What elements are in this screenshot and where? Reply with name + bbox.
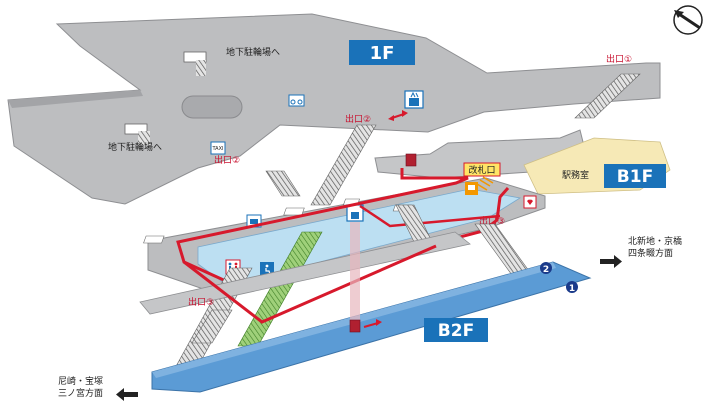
bike-parking-label-left: 地下駐輪場へ bbox=[108, 141, 162, 153]
svg-text:B2F: B2F bbox=[438, 321, 474, 341]
track-1-marker: 1 bbox=[566, 281, 578, 294]
direction-west-line1: 尼崎・宝塚 bbox=[58, 375, 103, 387]
accessible-icon bbox=[260, 262, 274, 276]
aed-icon bbox=[523, 195, 537, 209]
fare-gates bbox=[476, 176, 494, 191]
arrow-right-icon bbox=[600, 255, 622, 268]
exit-1-label: 出口① bbox=[606, 53, 632, 65]
svg-text:1F: 1F bbox=[370, 43, 395, 64]
compass-icon bbox=[673, 5, 703, 35]
arrow-left-icon bbox=[116, 388, 138, 401]
bike-parking-entrance-left bbox=[124, 123, 150, 145]
svg-text:TAXI: TAXI bbox=[212, 146, 224, 152]
floor-1f-area: TAXI bbox=[7, 13, 661, 205]
bike-parking-entrance-top bbox=[183, 51, 207, 76]
floor-badge-b2f: B2F bbox=[424, 318, 488, 342]
bike-parking-label-top: 地下駐輪場へ bbox=[226, 46, 280, 58]
b2f-accessible-route bbox=[183, 244, 437, 324]
svg-text:1: 1 bbox=[569, 284, 575, 294]
exit-2-stairs bbox=[310, 124, 377, 206]
taxi-icon: TAXI bbox=[210, 141, 226, 155]
svg-text:2: 2 bbox=[543, 265, 549, 275]
exit-2-label-top: 出口② bbox=[345, 113, 371, 125]
floor-badge-1f: 1F bbox=[349, 40, 415, 65]
elevator-arrow-b2f bbox=[363, 322, 379, 328]
exit-1-stairs bbox=[574, 73, 641, 119]
elevator-icon-1f bbox=[404, 90, 424, 109]
direction-east-line2: 四条畷方面 bbox=[628, 247, 673, 259]
exit-2-left-stairs bbox=[265, 170, 301, 197]
track-2-marker: 2 bbox=[540, 262, 552, 275]
svg-text:B1F: B1F bbox=[617, 167, 653, 187]
floor-badge-b1f: B1F bbox=[604, 164, 666, 188]
station-office-label: 駅務室 bbox=[562, 169, 589, 181]
ticket-machine-icon bbox=[465, 182, 478, 195]
exit-2-label-left: 出口② bbox=[214, 154, 240, 166]
elevator-shaft bbox=[349, 153, 417, 333]
svg-text:改札口: 改札口 bbox=[468, 164, 495, 176]
b1f-route-branch bbox=[359, 204, 501, 228]
ticket-gate-label: 改札口 bbox=[463, 162, 501, 177]
bicycle-icon bbox=[288, 94, 305, 107]
exit-3-label-b2f: 出口③ bbox=[188, 296, 214, 308]
direction-west-line2: 三ノ宮方面 bbox=[58, 387, 103, 399]
direction-east-line1: 北新地・京橋 bbox=[628, 235, 682, 247]
